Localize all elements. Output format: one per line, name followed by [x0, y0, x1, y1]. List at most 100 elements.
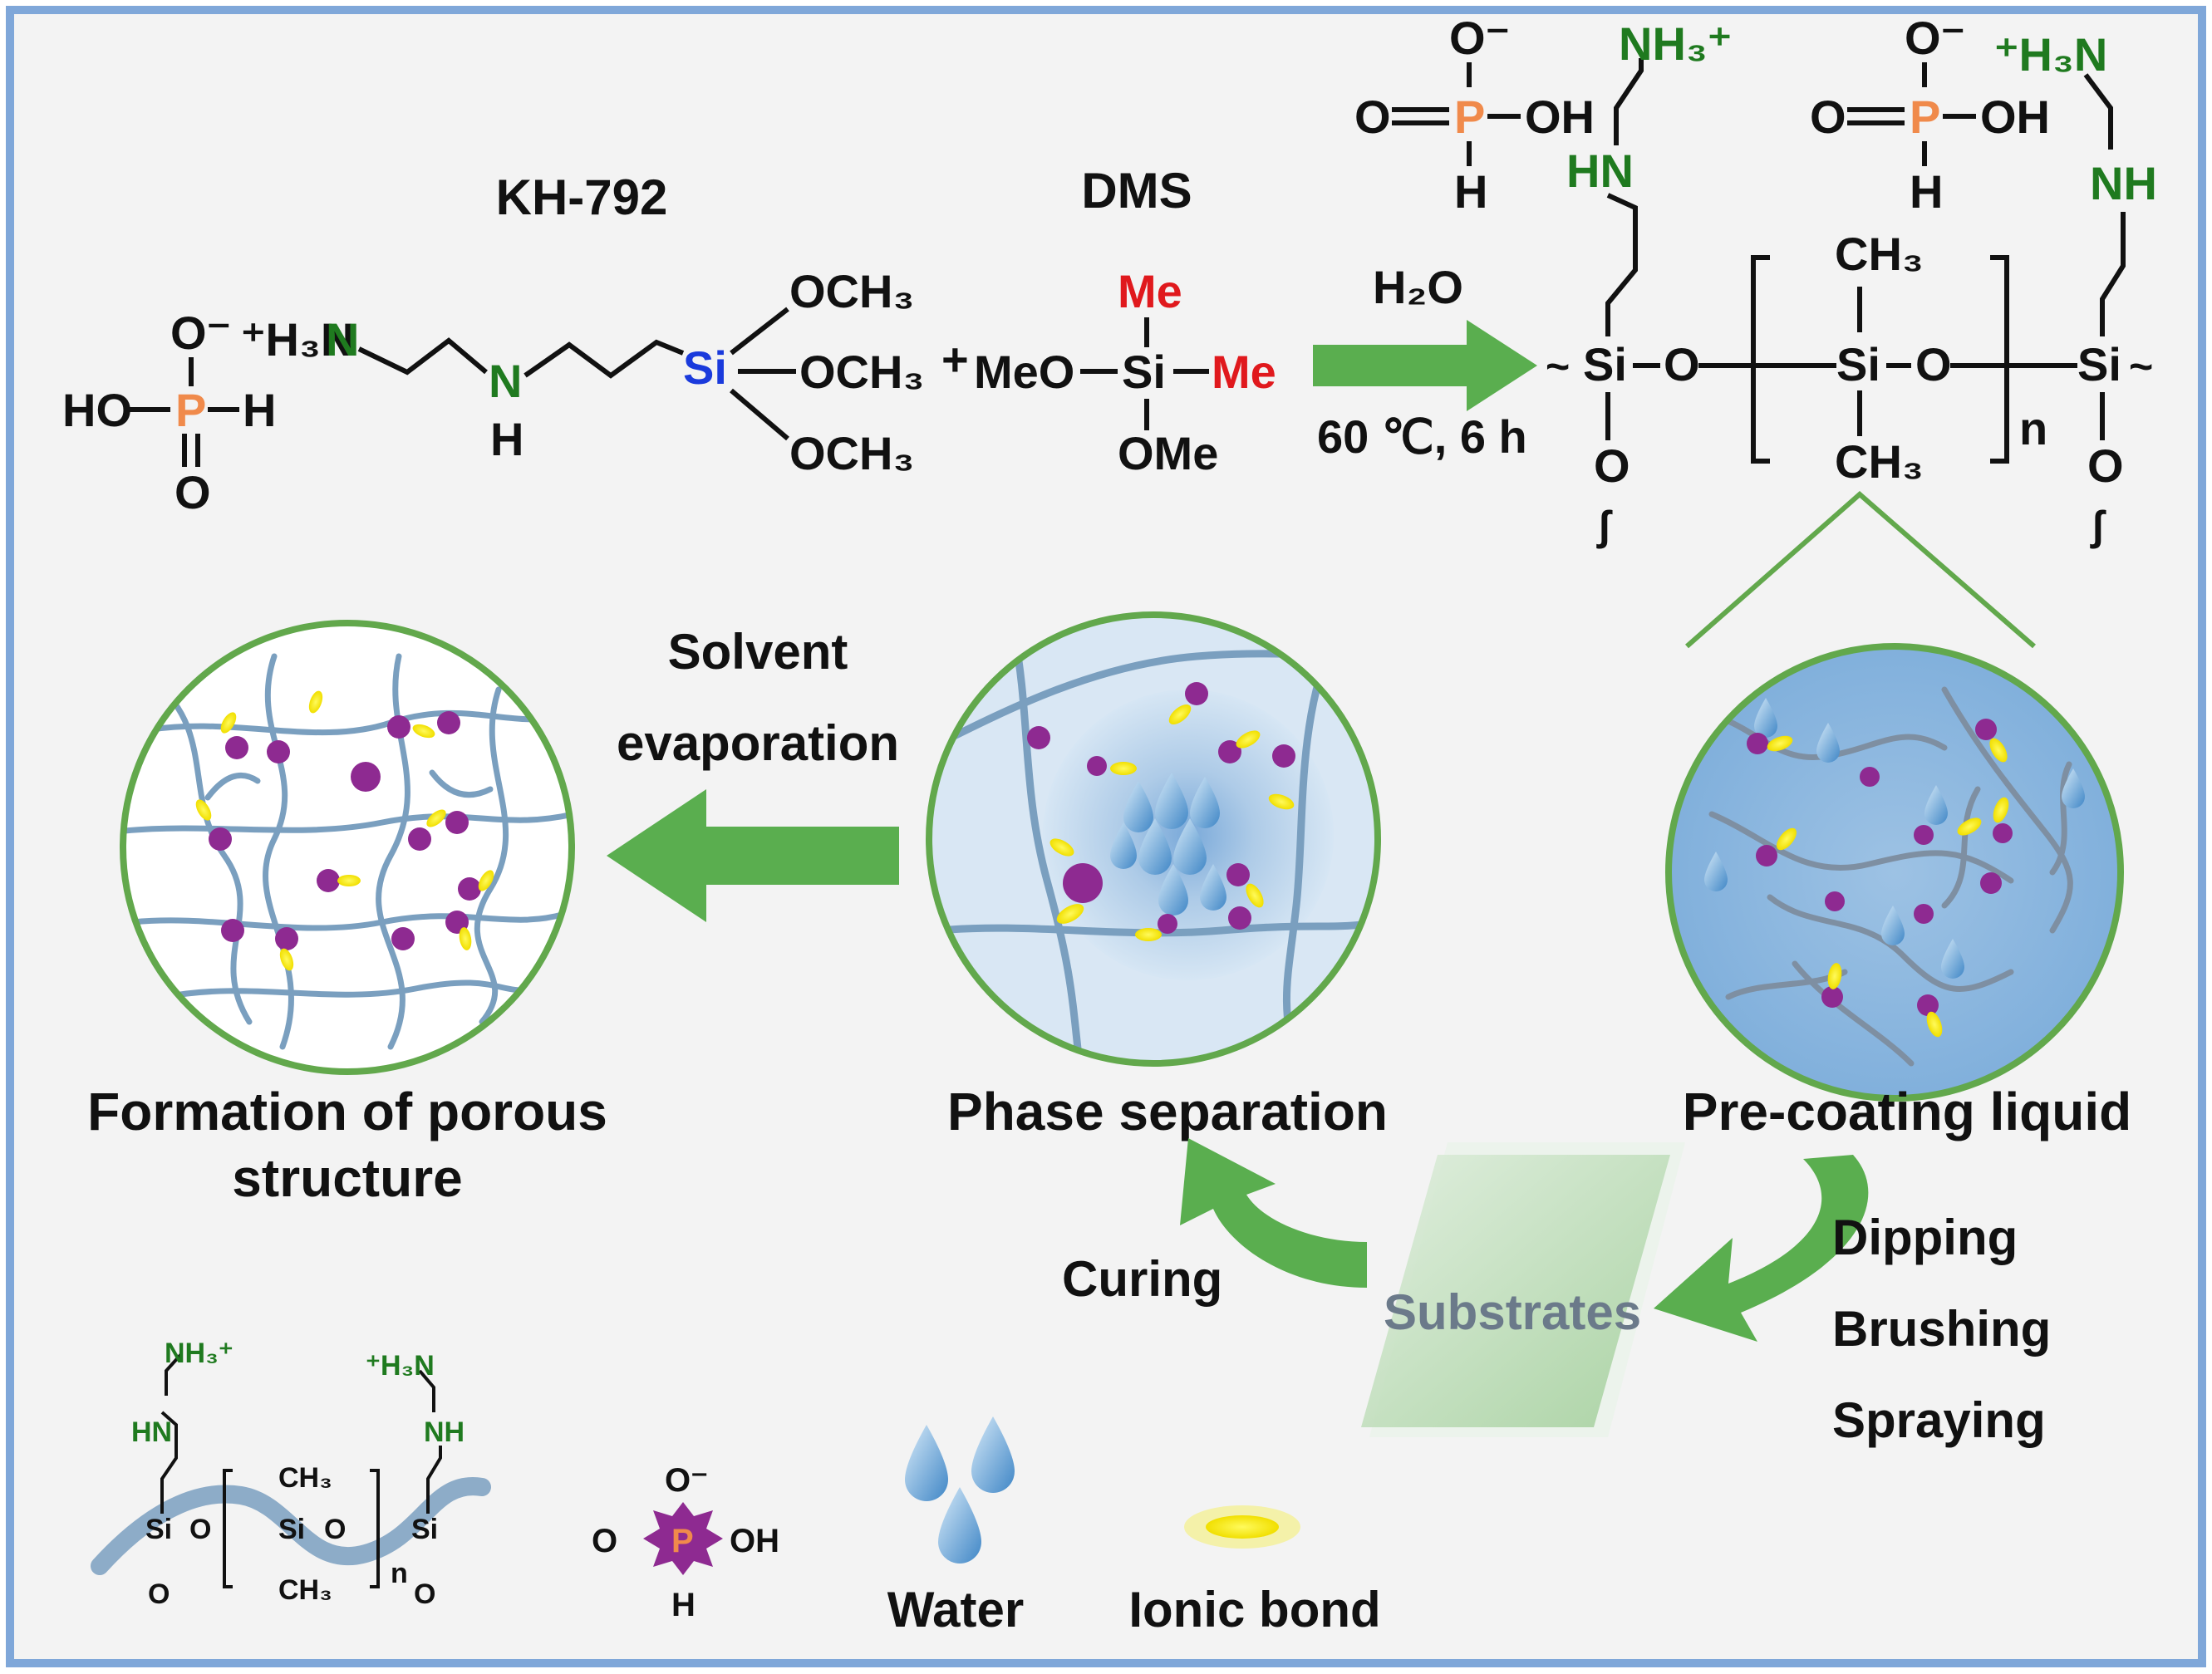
atom-h3n-plus: ⁺H₃N: [366, 1350, 435, 1382]
repeat-n: n: [391, 1558, 408, 1589]
ionic-bonds: [1049, 704, 1295, 941]
atom-o: O: [1594, 439, 1630, 492]
atom-si: Si: [411, 1514, 438, 1545]
bracket-right: [370, 1469, 380, 1588]
atom-ch3: CH₃: [1835, 228, 1924, 280]
water-droplets: [1704, 698, 2085, 979]
method-brushing: Brushing: [1832, 1301, 2051, 1357]
phosphate-anions: [1027, 682, 1295, 934]
atom-h: H: [243, 384, 276, 436]
atom-p: P: [175, 384, 206, 436]
water-drop-icon: [905, 1425, 948, 1501]
curing-arrow: [1180, 1138, 1367, 1288]
bond: [730, 388, 789, 441]
atom-o: O: [1810, 91, 1846, 143]
atom-o: O: [592, 1523, 617, 1559]
coating-arrow: [1654, 1155, 1869, 1342]
atom-o: O: [189, 1514, 211, 1545]
atom-o: O: [414, 1578, 435, 1610]
phosphate-anions: [209, 711, 481, 950]
phosphite-star: [643, 1502, 723, 1575]
atom-hn: HN: [1566, 145, 1634, 197]
curing-label: Curing: [1062, 1251, 1222, 1307]
atom-o: O: [2087, 439, 2124, 492]
atom-ome: OMe: [1118, 427, 1218, 479]
dms-label: DMS: [1081, 163, 1192, 218]
atom-och3: OCH₃: [789, 265, 914, 317]
atom-si: Si: [145, 1514, 172, 1545]
phosphate-anions: [1747, 719, 2013, 1016]
pre-coating-label: Pre-coating liquid: [1683, 1082, 2131, 1141]
bracket-left: [223, 1469, 233, 1588]
atom-oh: OH: [1980, 91, 2050, 143]
legend-water: Water: [887, 1416, 1024, 1637]
atom-h3n-plus: ⁺H₃N: [1994, 28, 2107, 81]
ionic-bond-icon: [1206, 1515, 1279, 1539]
atom-ch3: CH₃: [278, 1462, 332, 1494]
atom-o: O: [1915, 338, 1952, 390]
substrate-sheet: [1361, 1142, 1685, 1437]
alkyl-chain: [426, 1446, 442, 1514]
solvent-label-line2: evaporation: [617, 715, 899, 771]
evaporation-arrow: [607, 789, 899, 922]
porous-label-line1: Formation of porous: [87, 1082, 607, 1141]
ionic-bonds: [195, 690, 494, 971]
atom-och3: OCH₃: [789, 427, 914, 479]
atom-o-minus: O⁻: [1449, 12, 1510, 64]
bracket-left: [1751, 255, 1770, 464]
atom-o-minus: O⁻: [665, 1462, 708, 1499]
atom-h3n-plus: ⁺H₃N: [241, 313, 354, 366]
atom-si: Si: [1836, 338, 1880, 390]
atom-ch3: CH₃: [278, 1574, 332, 1606]
water-drop-icon: [971, 1416, 1015, 1493]
water-reagent: H₂O: [1373, 261, 1463, 313]
alkyl-chain: [160, 1411, 178, 1514]
atom-p: P: [671, 1523, 694, 1559]
substrates-label: Substrates: [1384, 1284, 1641, 1340]
atom-si: Si: [683, 341, 727, 394]
atom-h: H: [1454, 165, 1487, 218]
atom-nh: NH: [2090, 157, 2157, 209]
wavy-bond: ~: [1546, 343, 1570, 390]
wavy-bond: ~: [2129, 343, 2153, 390]
legend-phosphite: O⁻ O P OH H: [592, 1462, 779, 1623]
atom-o: O: [148, 1578, 170, 1610]
atom-h: H: [671, 1587, 696, 1623]
porous-label-line2: structure: [232, 1148, 462, 1208]
atom-me: Me: [1118, 265, 1182, 317]
alkyl-chain: [357, 337, 488, 376]
alkyl-chain: [2083, 73, 2113, 150]
porous-structure-circle: [120, 620, 575, 1075]
atom-nh3-plus: NH₃⁺: [1619, 17, 1732, 70]
alkyl-chain: [418, 1369, 435, 1412]
legend-ionic-bond-label: Ionic bond: [1128, 1582, 1380, 1637]
kh792-label: KH-792: [496, 169, 668, 225]
atom-si: Si: [1122, 346, 1166, 398]
wavy-bond: ʃ: [2090, 503, 2106, 549]
atom-och3: OCH₃: [799, 346, 924, 398]
reaction-arrow: [1313, 320, 1537, 411]
atom-p: P: [1454, 91, 1485, 143]
bond: [730, 307, 789, 356]
wavy-bond: ʃ: [1596, 503, 1613, 549]
atom-h: H: [1910, 165, 1943, 218]
atom-nh3-plus: NH₃⁺: [165, 1338, 233, 1369]
atom-meo: MeO: [974, 346, 1074, 398]
atom-o: O: [1664, 338, 1700, 390]
atom-si: Si: [1583, 338, 1627, 390]
atom-o-minus: O⁻: [170, 307, 231, 359]
atom-oh: OH: [730, 1523, 779, 1559]
phase-separation-circle: [926, 611, 1381, 1067]
atom-si: Si: [278, 1514, 305, 1545]
atom-me: Me: [1212, 346, 1276, 398]
zoom-callout: [1685, 491, 2036, 649]
atom-ch3: CH₃: [1835, 435, 1924, 488]
repeat-n: n: [2019, 402, 2047, 454]
alkyl-chain: [165, 1352, 183, 1396]
legend-water-label: Water: [887, 1582, 1024, 1637]
legend-ionic-bond: Ionic bond: [1128, 1505, 1381, 1637]
solvent-label-line1: Solvent: [668, 624, 848, 680]
method-spraying: Spraying: [1832, 1392, 2046, 1448]
